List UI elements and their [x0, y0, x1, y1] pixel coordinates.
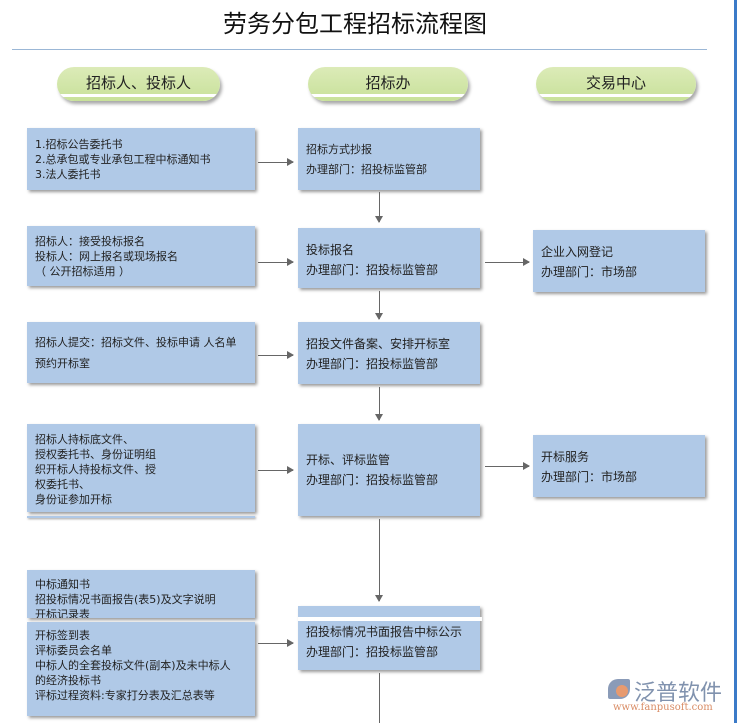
- arrow-down: [375, 192, 383, 223]
- box-line: 招投文件备案、安排开标室: [306, 337, 451, 351]
- connector-line: [379, 673, 380, 723]
- box-line: 招投标情况书面报告(表5)及文字说明: [35, 593, 216, 606]
- left-box-3: 招标人提交：招标文件、投标申请 人名单 预约开标室: [27, 322, 255, 383]
- arrow-down: [375, 291, 383, 320]
- column-header-trading-center: 交易中心: [536, 67, 696, 101]
- column-header-bidders: 招标人、投标人: [57, 67, 220, 101]
- right-box-2: 开标服务 办理部门：市场部: [533, 435, 705, 497]
- arrow-right: [485, 462, 530, 470]
- box-line: 办理部门：招投标监管部: [306, 263, 439, 277]
- box-line: 织开标人持投标文件、授: [35, 463, 156, 476]
- left-box-6: 开标签到表 评标委员会名单 中标人的全套投标文件(副本)及未中标人 的经济投标书…: [27, 622, 255, 716]
- box-line: 1.招标公告委托书: [35, 138, 123, 151]
- box-line: 投标报名: [306, 243, 355, 257]
- box-line: 招标人：接受投标报名: [35, 235, 145, 248]
- box-line: 的经济投标书: [35, 674, 101, 687]
- box-line: 3.法人委托书: [35, 168, 101, 181]
- box-line: 身份证参加开标: [35, 493, 112, 506]
- box-line: 办理部门：招投标监管部: [306, 357, 439, 371]
- right-box-1: 企业入网登记 办理部门：市场部: [533, 230, 705, 292]
- box-line: 2.总承包或专业承包工程中标通知书: [35, 153, 211, 166]
- arrow-down: [375, 387, 383, 421]
- left-box-4-underline: [27, 516, 255, 518]
- arrow-right: [258, 258, 294, 266]
- page-title: 劳务分包工程招标流程图: [223, 10, 487, 38]
- arrow-right: [485, 258, 530, 266]
- box-line: 预约开标室: [35, 357, 90, 370]
- box-line: 评标委员会名单: [35, 644, 112, 657]
- left-box-4: 招标人持标底文件、 授权委托书、身份证明组 织开标人持投标文件、授 权委托书、 …: [27, 424, 255, 512]
- box-line: 办理部门：市场部: [541, 470, 638, 484]
- middle-box-5: 招投标情况书面报告中标公示 办理部门：招投标监管部: [298, 606, 480, 670]
- left-box-1: 1.招标公告委托书 2.总承包或专业承包工程中标通知书 3.法人委托书: [27, 128, 255, 190]
- logo-name: 泛普软件: [634, 681, 723, 706]
- box-line: 中标人的全套投标文件(副本)及未中标人: [35, 659, 231, 672]
- box-line: 办理部门：招投标监管部: [306, 163, 427, 176]
- box-line: 开标记录表: [35, 608, 90, 618]
- middle-box-4: 开标、评标监管 办理部门：招投标监管部: [298, 424, 480, 516]
- arrow-down: [375, 519, 383, 602]
- box-line: 授权委托书、身份证明组: [35, 448, 156, 461]
- box-line: 投标人：网上报名或现场报名: [35, 250, 178, 263]
- column-header-bid-office: 招标办: [308, 67, 468, 101]
- box-line: 招标人持标底文件、: [35, 433, 134, 446]
- box-line: 中标通知书: [35, 578, 90, 591]
- box-line: （ 公开招标适用 ）: [35, 265, 130, 278]
- box-line: 权委托书、: [35, 478, 90, 491]
- middle-box-5-gap: [298, 617, 482, 621]
- middle-box-1: 招标方式抄报 办理部门：招投标监管部: [298, 128, 480, 190]
- box-line: 招投标情况书面报告中标公示: [306, 625, 463, 639]
- box-line: 评标过程资料:专家打分表及汇总表等: [35, 689, 215, 702]
- box-line: 开标服务: [541, 450, 590, 464]
- right-edge-line: [734, 0, 737, 723]
- box-line: 开标、评标监管: [306, 453, 391, 467]
- box-line: 办理部门：市场部: [541, 265, 638, 279]
- left-box-2: 招标人：接受投标报名 投标人：网上报名或现场报名 （ 公开招标适用 ）: [27, 226, 255, 286]
- box-line: 企业入网登记: [541, 245, 614, 259]
- box-line: 招标人提交：招标文件、投标申请 人名单: [35, 336, 237, 349]
- arrow-right: [258, 639, 294, 647]
- middle-box-2: 投标报名 办理部门：招投标监管部: [298, 228, 480, 288]
- arrow-right: [258, 466, 294, 474]
- logo-url: www.fanpusoft.com: [613, 702, 713, 713]
- arrow-right: [258, 351, 294, 359]
- logo-icon: [608, 679, 630, 699]
- box-line: 招标方式抄报: [306, 143, 372, 156]
- box-line: 开标签到表: [35, 629, 90, 642]
- arrow-right: [258, 158, 294, 166]
- middle-box-3: 招投文件备案、安排开标室 办理部门：招投标监管部: [298, 322, 480, 384]
- title-divider: [12, 49, 707, 50]
- left-box-5: 中标通知书 招投标情况书面报告(表5)及文字说明 开标记录表: [27, 570, 255, 618]
- box-line: 办理部门：招投标监管部: [306, 645, 439, 659]
- box-line: 办理部门：招投标监管部: [306, 473, 439, 487]
